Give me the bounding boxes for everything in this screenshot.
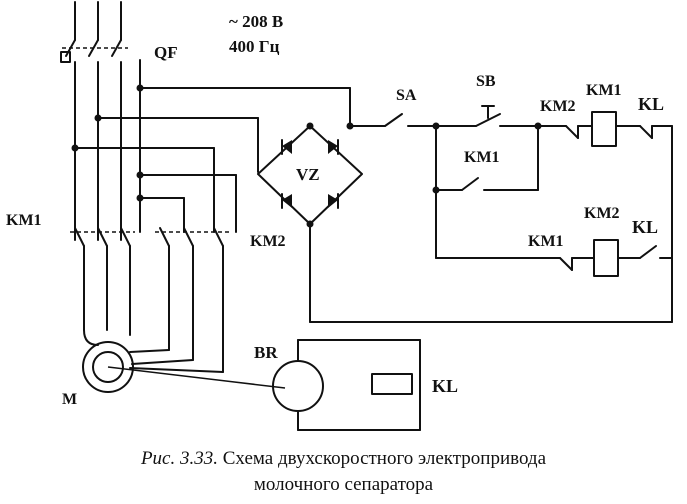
label-km2-nc: KM2 (540, 98, 576, 115)
breaker-qf-symbol (60, 39, 128, 241)
shaft-coupling (107, 366, 286, 389)
label-km1-coil: KM1 (586, 82, 622, 99)
figure-caption: Рис. 3.33. Схема двухскоростного электро… (0, 446, 687, 498)
label-km1-main: KM1 (6, 212, 42, 229)
km2-main-contacts (155, 227, 230, 247)
label-motor: M (62, 391, 77, 408)
label-kl-coil: KL (432, 376, 458, 396)
label-kl-nc: KL (638, 94, 664, 114)
label-br: BR (254, 343, 278, 362)
caption-title-part-1: Схема двухскоростного электропривода (222, 448, 547, 469)
phase-taps (74, 59, 351, 233)
label-km2-coil: KM2 (584, 205, 620, 222)
label-kl-no: KL (632, 217, 658, 237)
motor-m-symbol (82, 341, 134, 393)
label-frequency: 400 Гц (229, 37, 280, 56)
relay-coil-kl (371, 373, 413, 395)
schematic-diagram: QF ~ 208 В 400 Гц SA SB VZ KM1 KM2 KL KM… (6, 1, 673, 431)
km1-main-contacts (70, 227, 135, 247)
caption-title-part-2: молочного сепаратора (253, 474, 434, 495)
label-sb: SB (476, 73, 496, 90)
label-km2-main: KM2 (250, 233, 286, 250)
label-voltage: ~ 208 В (229, 12, 283, 31)
motor-leads (83, 245, 224, 373)
supply-lines (74, 1, 122, 41)
label-vz: VZ (296, 165, 320, 184)
control-circuit (435, 105, 673, 277)
label-km1-hold: KM1 (464, 149, 500, 166)
dc-lines (309, 113, 673, 323)
caption-figure-number: Рис. 3.33. (140, 448, 218, 469)
caption-line-1: Рис. 3.33. Схема двухскоростного электро… (0, 446, 687, 472)
tachogenerator-br (272, 339, 421, 431)
label-qf: QF (154, 43, 178, 62)
label-km1-nc-lower: KM1 (528, 233, 564, 250)
label-sa: SA (396, 87, 417, 104)
